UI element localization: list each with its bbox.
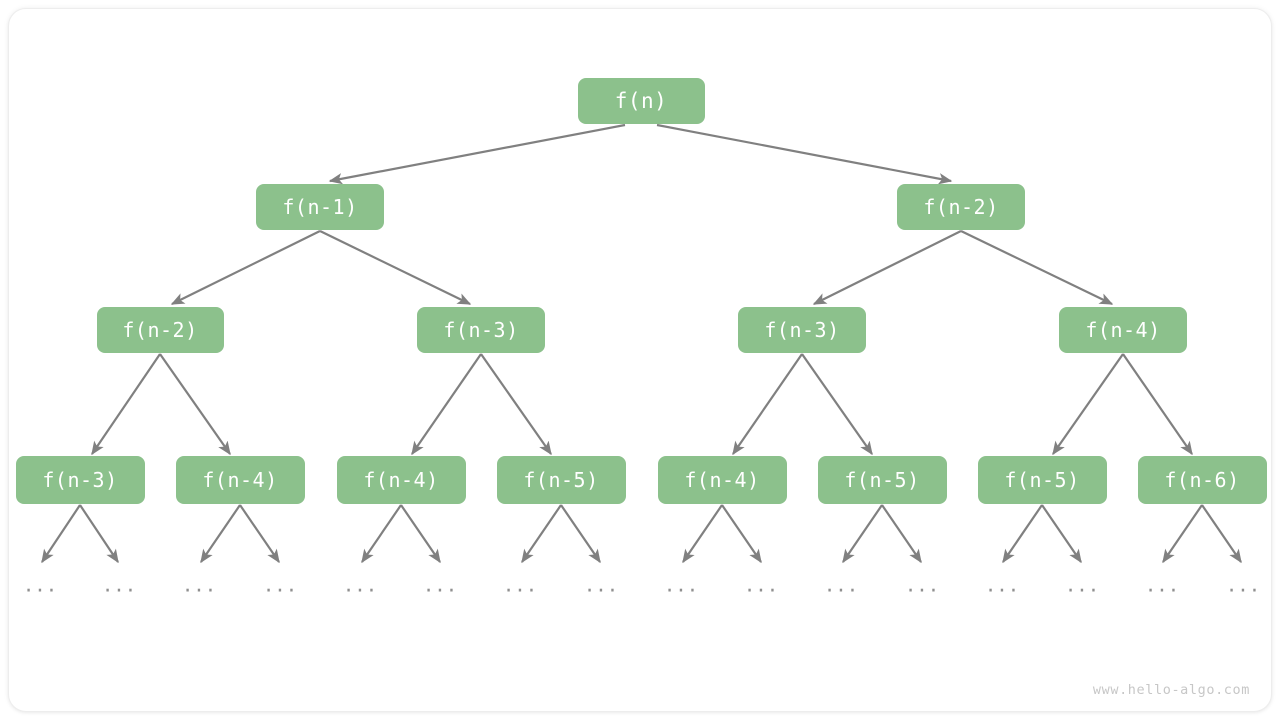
ellipsis-marker-12: ... [984,574,1020,597]
tree-node-n13[interactable]: f(n-5) [977,456,1107,504]
tree-node-n12[interactable]: f(n-5) [817,456,947,504]
ellipsis-marker-15: ... [1225,574,1261,597]
ellipsis-marker-13: ... [1064,574,1100,597]
tree-node-label: f(n-4) [684,468,760,492]
tree-node-n9[interactable]: f(n-4) [336,456,466,504]
tree-node-label: f(n-3) [42,468,118,492]
ellipsis-marker-11: ... [904,574,940,597]
tree-node-n1[interactable]: f(n-1) [256,184,384,230]
ellipsis-marker-3: ... [262,574,298,597]
tree-node-label: f(n-4) [363,468,439,492]
tree-node-label: f(n-1) [282,195,358,219]
ellipsis-marker-0: ... [22,574,58,597]
tree-node-n2[interactable]: f(n-2) [897,184,1025,230]
tree-node-n14[interactable]: f(n-6) [1137,456,1267,504]
tree-node-label: f(n-2) [923,195,999,219]
tree-node-label: f(n-2) [122,318,198,342]
tree-node-label: f(n) [614,88,668,113]
ellipsis-marker-6: ... [502,574,538,597]
tree-node-n11[interactable]: f(n-4) [657,456,787,504]
tree-node-n0[interactable]: f(n) [577,78,705,124]
ellipsis-marker-10: ... [823,574,859,597]
tree-node-label: f(n-3) [443,318,519,342]
tree-node-n5[interactable]: f(n-3) [738,307,866,353]
tree-node-n10[interactable]: f(n-5) [496,456,626,504]
tree-node-n7[interactable]: f(n-3) [15,456,145,504]
ellipsis-marker-8: ... [663,574,699,597]
tree-node-n6[interactable]: f(n-4) [1059,307,1187,353]
ellipsis-marker-4: ... [342,574,378,597]
tree-node-label: f(n-5) [523,468,599,492]
ellipsis-marker-9: ... [743,574,779,597]
watermark: www.hello-algo.com [1092,682,1250,698]
ellipsis-marker-14: ... [1144,574,1180,597]
tree-node-n8[interactable]: f(n-4) [175,456,305,504]
tree-node-label: f(n-4) [202,468,278,492]
ellipsis-marker-5: ... [422,574,458,597]
tree-node-label: f(n-4) [1085,318,1161,342]
tree-node-label: f(n-5) [1004,468,1080,492]
ellipsis-marker-2: ... [181,574,217,597]
ellipsis-marker-7: ... [583,574,619,597]
tree-node-label: f(n-3) [764,318,840,342]
tree-node-n4[interactable]: f(n-3) [417,307,545,353]
tree-node-label: f(n-5) [844,468,920,492]
ellipsis-marker-1: ... [101,574,137,597]
tree-node-n3[interactable]: f(n-2) [96,307,224,353]
tree-node-label: f(n-6) [1164,468,1240,492]
